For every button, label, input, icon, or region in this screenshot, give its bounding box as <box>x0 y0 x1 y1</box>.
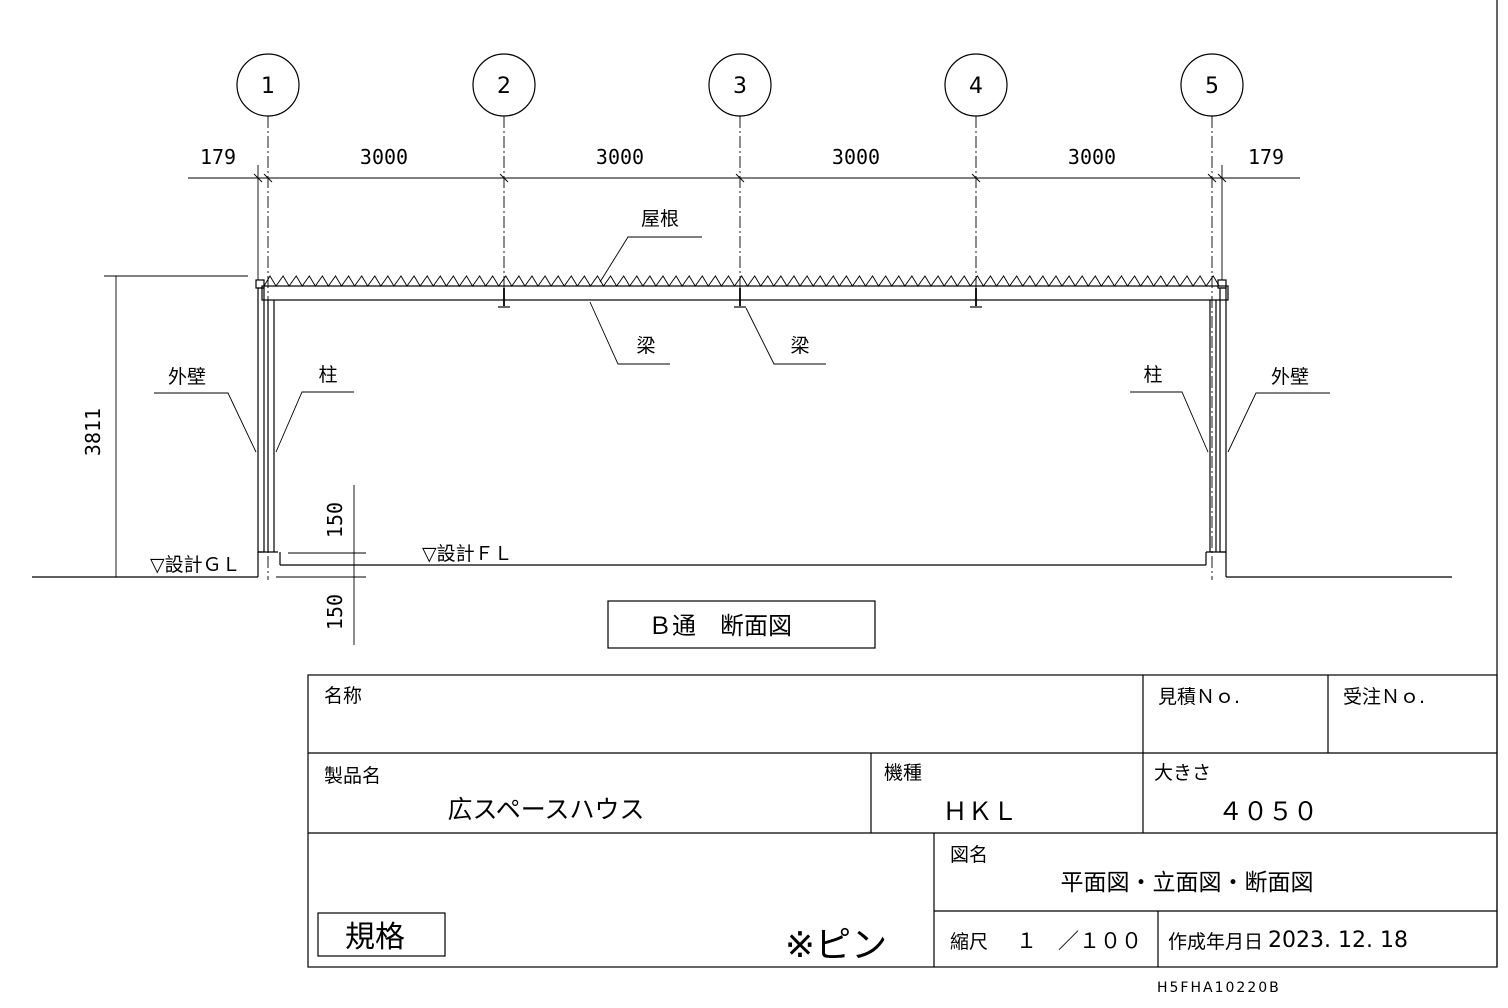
svg-text:3000: 3000 <box>596 145 644 169</box>
svg-text:150: 150 <box>323 594 347 630</box>
dimension-tick <box>499 173 509 183</box>
pin-note: ※ピン <box>785 925 887 966</box>
left-wall-column <box>257 287 278 553</box>
product-name-label: 製品名 <box>324 765 381 787</box>
leader-labels: 屋根 梁 梁 外壁 柱 柱 外壁 ▽設計ＧＬ ▽設計ＦＬ <box>150 208 1330 576</box>
dimension-tick <box>1217 173 1227 183</box>
label-outer-wall-left: 外壁 <box>168 366 206 388</box>
ground-floor-lines <box>32 485 1452 645</box>
model: ＨＫＬ <box>942 797 1017 826</box>
grid-bubble-3: 3 <box>708 53 772 290</box>
svg-text:179: 179 <box>200 145 236 169</box>
svg-text:3000: 3000 <box>1068 145 1116 169</box>
roof <box>255 275 1229 301</box>
beams <box>498 288 982 308</box>
svg-text:4: 4 <box>969 74 983 99</box>
label-outer-wall-right: 外壁 <box>1271 366 1309 388</box>
svg-text:150: 150 <box>323 502 347 538</box>
horizontal-dimensions: 179 3000 3000 3000 3000 179 <box>188 145 1300 280</box>
svg-text:3000: 3000 <box>360 145 408 169</box>
svg-text:Ｂ通 断面図: Ｂ通 断面図 <box>648 612 792 640</box>
label-roof: 屋根 <box>641 208 679 230</box>
date-label: 作成年月日 <box>1168 931 1263 953</box>
scale: １ ／１００ <box>1016 929 1142 953</box>
label-beam-right: 梁 <box>790 335 809 357</box>
scale-label: 縮尺 <box>950 931 988 953</box>
title-block: 名称 見積Ｎｏ. 受注Ｎｏ. 製品名 広スペースハウス 機種 ＨＫＬ 大きさ ４… <box>307 674 1498 968</box>
name-label: 名称 <box>324 685 362 707</box>
svg-text:2: 2 <box>497 74 511 99</box>
order-no-label: 受注Ｎｏ. <box>1343 686 1425 708</box>
label-beam-left: 梁 <box>636 335 655 357</box>
product-name: 広スペースハウス <box>447 795 644 824</box>
dimension-tick <box>263 173 273 183</box>
drawing-code: H5FHA10220B <box>1157 980 1281 996</box>
height-dimension: 3811 150 150 <box>81 275 347 630</box>
label-column-left: 柱 <box>318 364 337 386</box>
grid-axes: 1 2 3 4 5 <box>236 53 1244 580</box>
label-design-gl: ▽設計ＧＬ <box>150 554 241 576</box>
drawing-name: 平面図・立面図・断面図 <box>1061 870 1314 896</box>
svg-text:5: 5 <box>1205 74 1219 99</box>
grid-bubble-4: 4 <box>944 53 1008 290</box>
svg-text:3000: 3000 <box>832 145 880 169</box>
right-wall-column <box>1206 287 1227 553</box>
dimension-tick <box>253 173 263 183</box>
grid-bubble-5: 5 <box>1180 53 1244 580</box>
dimension-tick <box>735 173 745 183</box>
drawing-name-label: 図名 <box>950 844 988 866</box>
size: ４０５０ <box>1218 797 1318 826</box>
label-column-right: 柱 <box>1143 364 1162 386</box>
svg-text:1: 1 <box>261 74 275 99</box>
label-design-fl: ▽設計ＦＬ <box>422 543 513 565</box>
svg-text:179: 179 <box>1248 145 1284 169</box>
estimate-no-label: 見積Ｎｏ. <box>1158 686 1240 708</box>
svg-text:3: 3 <box>733 74 747 99</box>
svg-text:3811: 3811 <box>81 408 105 456</box>
model-label: 機種 <box>884 762 922 784</box>
dimension-tick <box>971 173 981 183</box>
date: 2023. 12. 18 <box>1268 928 1408 953</box>
dimension-tick <box>1207 173 1217 183</box>
spec-label: 規格 <box>345 920 405 955</box>
view-title: Ｂ通 断面図 <box>607 600 876 649</box>
size-label: 大きさ <box>1154 762 1211 784</box>
grid-bubble-2: 2 <box>472 53 536 290</box>
